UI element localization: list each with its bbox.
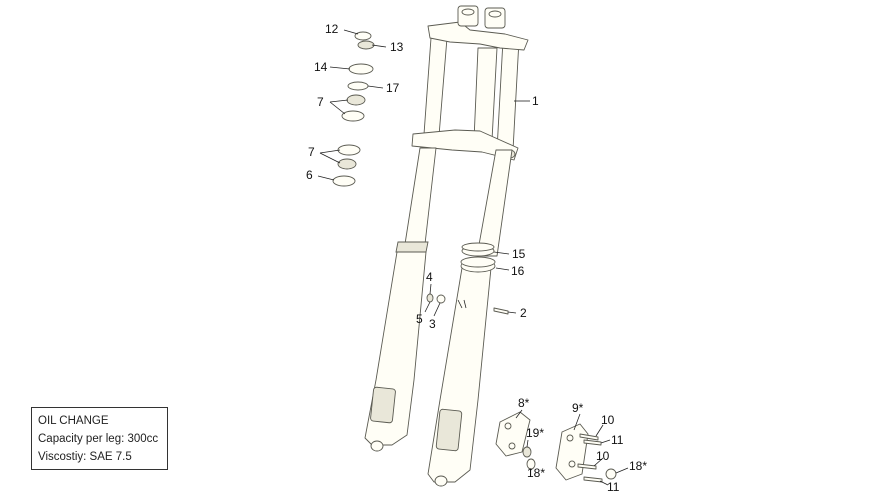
oil-change-title: OIL CHANGE xyxy=(38,415,109,427)
callout-19: 19* xyxy=(526,426,544,440)
ring-17 xyxy=(347,81,369,91)
callout-4: 4 xyxy=(426,270,433,284)
callout-15: 15 xyxy=(512,247,526,261)
callout-16: 16 xyxy=(511,264,525,278)
left-axle-hole xyxy=(370,440,384,452)
oil-viscosity: Viscostiy: SAE 7.5 xyxy=(38,451,132,463)
callout-12: 12 xyxy=(325,22,339,36)
callout-3: 3 xyxy=(429,317,436,331)
callout-7-upper: 7 xyxy=(317,95,324,109)
clamp-bolt-right xyxy=(488,10,502,18)
callout-18-left: 18* xyxy=(527,466,545,480)
nut-13 xyxy=(357,40,375,50)
washer-4 xyxy=(426,293,434,303)
callout-8: 8* xyxy=(518,396,530,410)
race-7-lower xyxy=(337,144,361,156)
screw-11b xyxy=(583,476,603,483)
race-7-upper xyxy=(341,110,365,122)
right-axle-lug xyxy=(435,408,463,452)
left-dust-seal xyxy=(395,241,429,253)
oil-capacity: Capacity per leg: 300cc xyxy=(38,433,159,445)
callout-9: 9* xyxy=(572,401,584,415)
right-axle-hole xyxy=(434,475,448,487)
cap-12 xyxy=(354,31,372,41)
top-yoke xyxy=(427,21,529,51)
bracket-8-hole-top xyxy=(504,422,512,430)
callout-6: 6 xyxy=(306,168,313,182)
steering-stem xyxy=(473,47,498,141)
callout-10-lower: 10 xyxy=(596,449,610,463)
bracket-9-hole-top xyxy=(566,434,574,442)
callout-11-lower: 11 xyxy=(607,480,620,494)
washer-19 xyxy=(522,446,532,458)
callout-14: 14 xyxy=(314,60,328,74)
right-tube xyxy=(476,149,513,257)
callout-11-upper: 11 xyxy=(611,433,624,447)
bracket-9-hole-bottom xyxy=(568,460,576,468)
oil-change-box: OIL CHANGE Capacity per leg: 300cc Visco… xyxy=(31,407,168,470)
callout-10-upper: 10 xyxy=(601,413,615,427)
fork-assembly xyxy=(364,5,529,487)
callout-13: 13 xyxy=(390,40,404,54)
screw-10a xyxy=(579,433,599,441)
callout-18-right: 18* xyxy=(629,459,647,473)
washer-14 xyxy=(348,63,374,75)
bracket-9 xyxy=(555,423,589,481)
callout-17: 17 xyxy=(386,81,400,95)
clamp-bolt-left xyxy=(461,8,475,16)
callout-2: 2 xyxy=(520,306,527,320)
nut-3 xyxy=(436,294,446,304)
lower-yoke xyxy=(411,129,519,161)
dust-cover-16-top xyxy=(460,256,496,268)
spacer-18b xyxy=(605,468,617,480)
callout-7-lower: 7 xyxy=(308,145,315,159)
right-upper-tube xyxy=(496,39,520,151)
left-axle-lug xyxy=(370,386,396,424)
race-6 xyxy=(332,175,356,187)
screw-10b xyxy=(577,463,597,470)
bearing-7-upper xyxy=(346,94,366,106)
bolt-2 xyxy=(493,307,509,315)
screw-11a xyxy=(583,439,602,446)
left-tube xyxy=(404,147,437,245)
bearing-7-lower xyxy=(337,158,357,170)
callout-1: 1 xyxy=(532,94,539,108)
callout-5: 5 xyxy=(416,312,423,326)
bracket-8-hole-bottom xyxy=(508,442,516,450)
fork-seal-15-top xyxy=(461,242,495,252)
